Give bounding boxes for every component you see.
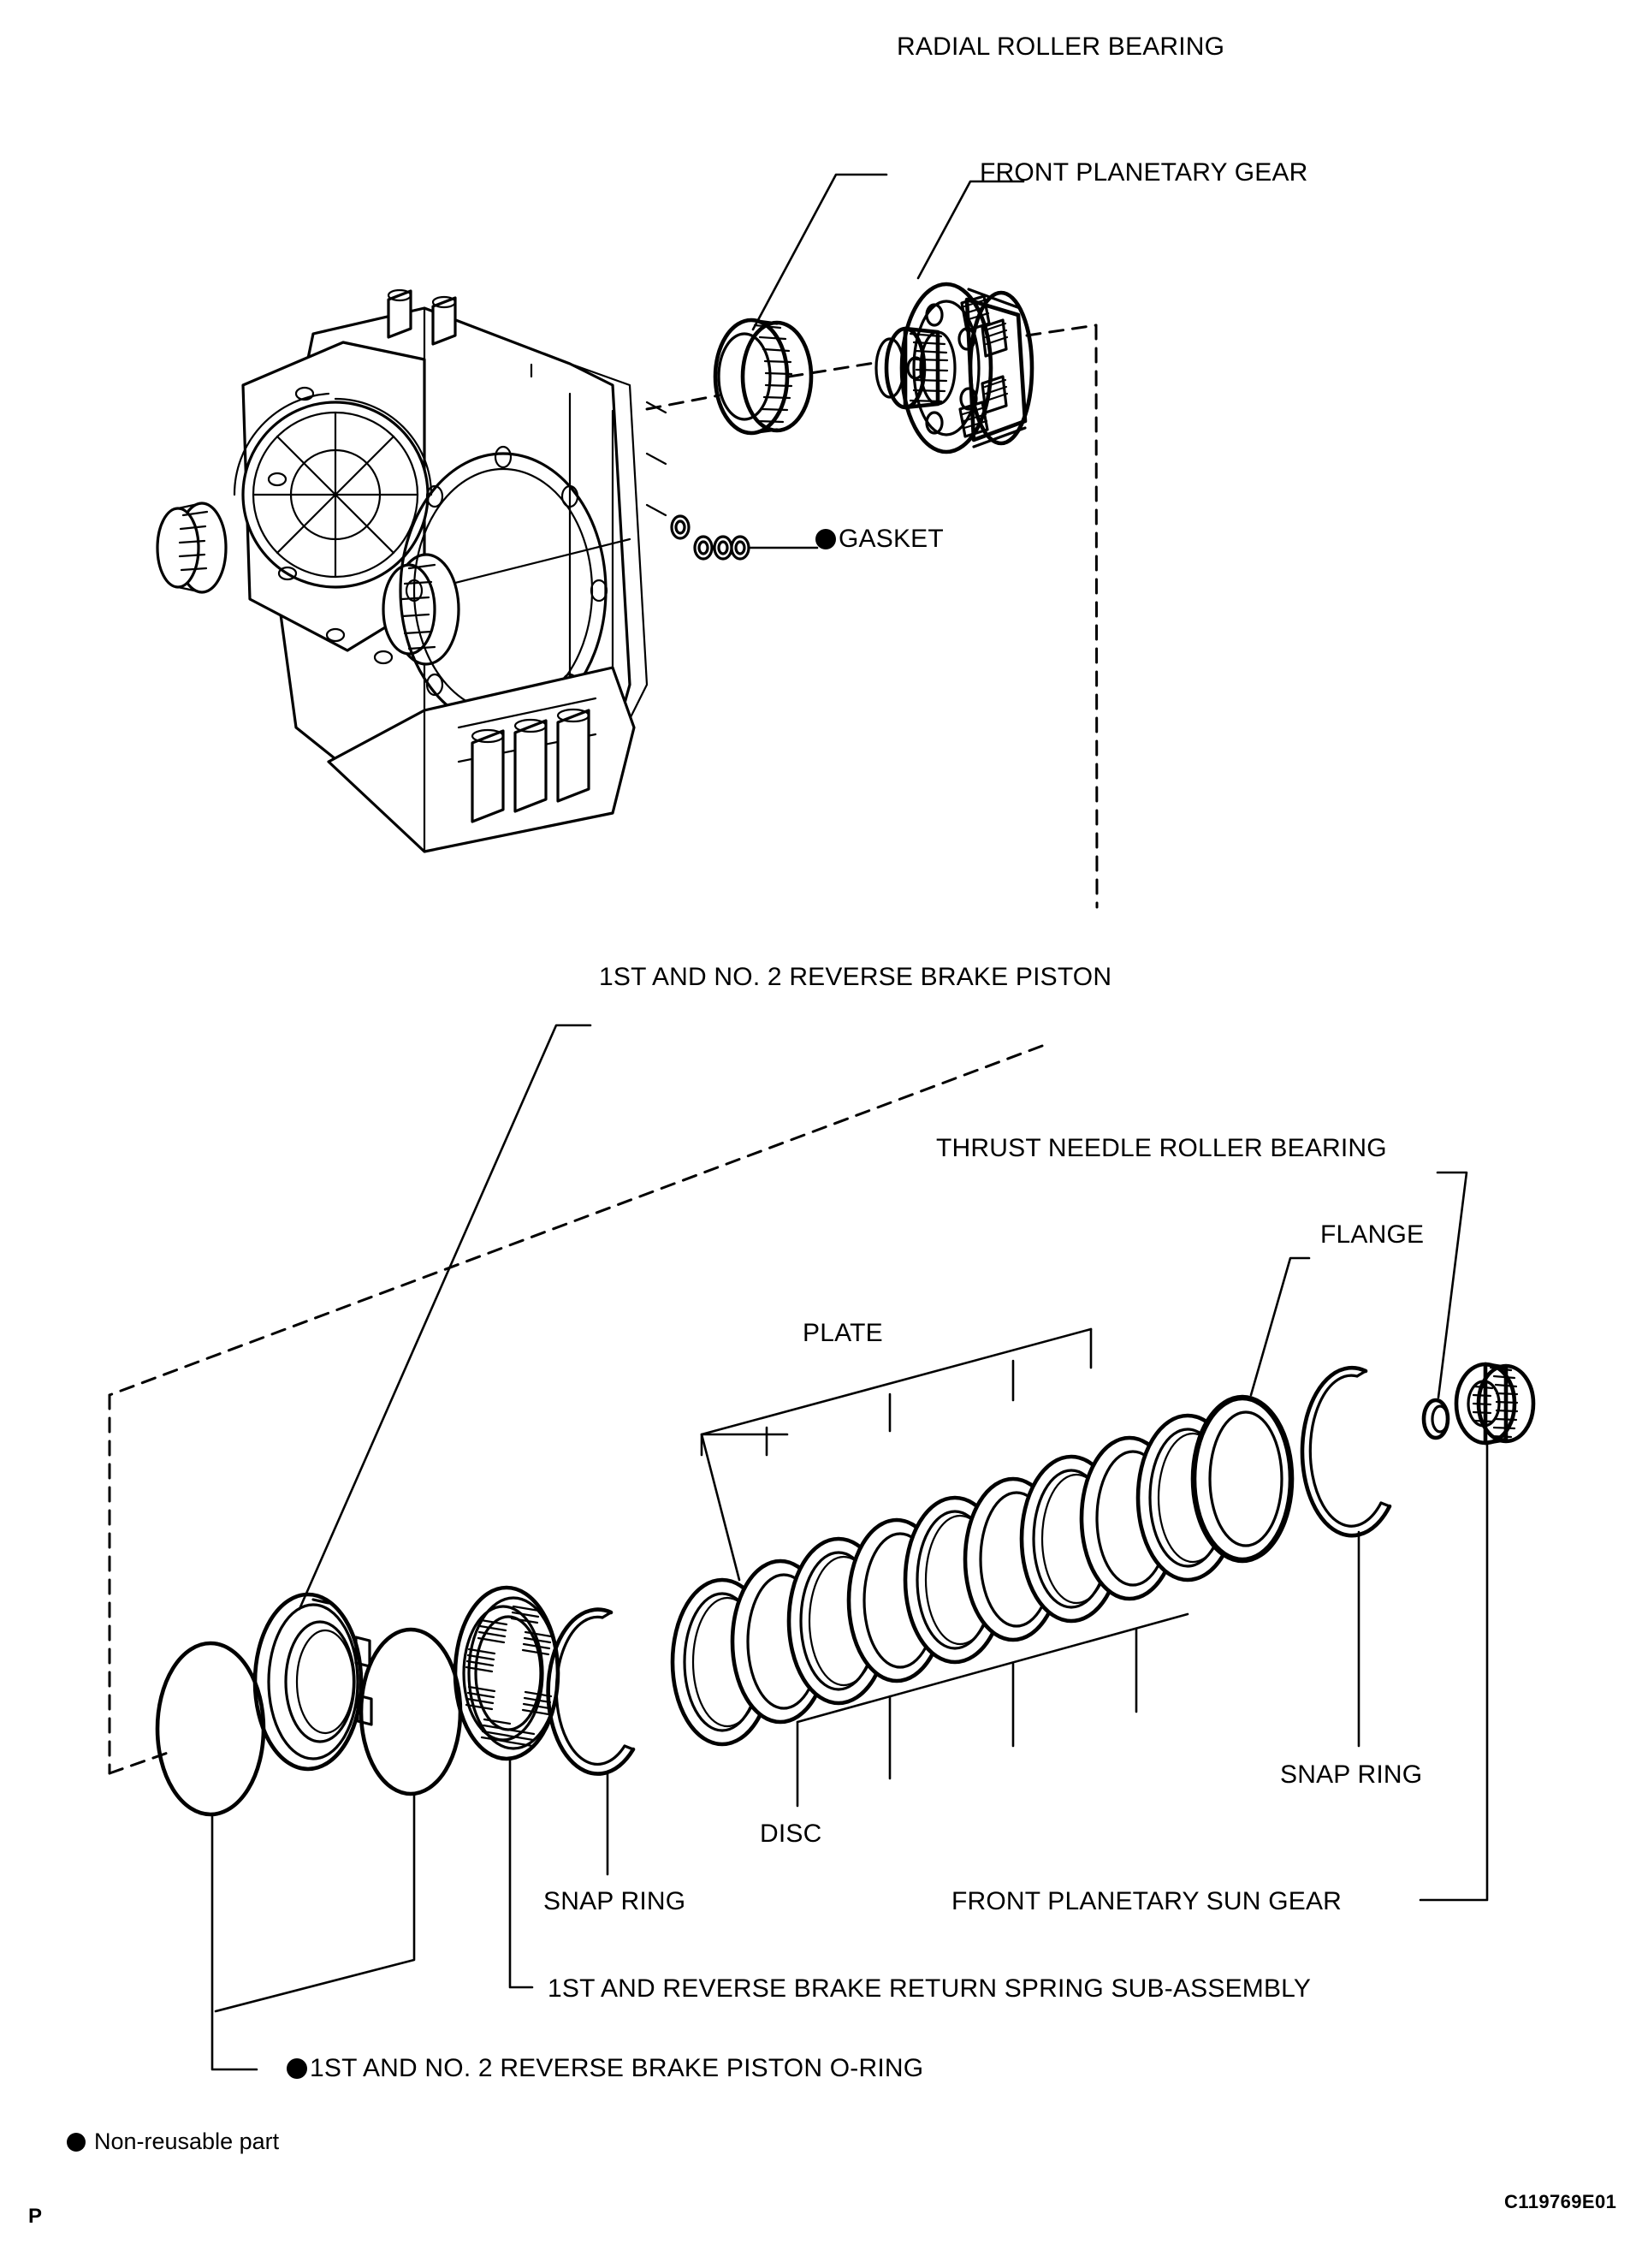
non-reusable-part-marker-icon <box>815 529 836 549</box>
legend-non-reusable-part: Non-reusable part <box>67 2128 279 2154</box>
label-text: GASKET <box>839 525 944 553</box>
label-text: 1ST AND REVERSE BRAKE RETURN SPRING SUB-… <box>548 1974 1312 2003</box>
label-text: RADIAL ROLLER BEARING <box>897 33 1225 61</box>
label-flange: FLANGE <box>1320 1220 1424 1250</box>
label-gasket: GASKET <box>815 525 944 554</box>
drawing-code: C119769E01 <box>1504 2191 1617 2212</box>
label-radial-roller-bearing: RADIAL ROLLER BEARING <box>897 33 1224 62</box>
label-text: 1ST AND NO. 2 REVERSE BRAKE PISTON O-RIN… <box>310 2054 924 2082</box>
page-mark: P <box>28 2205 43 2228</box>
label-snap-ring-right: SNAP RING <box>1280 1760 1422 1790</box>
label-text: SNAP RING <box>1280 1760 1423 1789</box>
label-front-planetary-sun-gear: FRONT PLANETARY SUN GEAR <box>951 1887 1342 1916</box>
label-plate: PLATE <box>803 1319 883 1348</box>
label-disc: DISC <box>760 1820 821 1849</box>
label-snap-ring-left: SNAP RING <box>543 1887 685 1916</box>
label-text: FLANGE <box>1320 1220 1425 1249</box>
label-text: FRONT PLANETARY GEAR <box>980 158 1308 187</box>
non-reusable-part-marker-icon <box>67 2133 86 2152</box>
label-thrust-needle-roller-bearing: THRUST NEEDLE ROLLER BEARING <box>936 1134 1387 1163</box>
label-text: SNAP RING <box>543 1887 686 1915</box>
label-front-planetary-gear: FRONT PLANETARY GEAR <box>980 158 1308 187</box>
label-text: THRUST NEEDLE ROLLER BEARING <box>936 1134 1387 1162</box>
label-text: FRONT PLANETARY SUN GEAR <box>951 1887 1343 1915</box>
label-1st-and-no2-reverse-brake-piston: 1ST AND NO. 2 REVERSE BRAKE PISTON <box>599 963 1111 992</box>
legend-text: Non-reusable part <box>94 2128 280 2154</box>
non-reusable-part-marker-icon <box>287 2058 307 2079</box>
label-text: 1ST AND NO. 2 REVERSE BRAKE PISTON <box>599 963 1112 991</box>
label-1st-and-no2-reverse-brake-piston-o-ring: 1ST AND NO. 2 REVERSE BRAKE PISTON O-RIN… <box>287 2054 923 2083</box>
label-text: DISC <box>760 1820 822 1848</box>
label-text: PLATE <box>803 1319 883 1347</box>
label-1st-and-reverse-brake-return-spring: 1ST AND REVERSE BRAKE RETURN SPRING SUB-… <box>548 1974 1311 2004</box>
